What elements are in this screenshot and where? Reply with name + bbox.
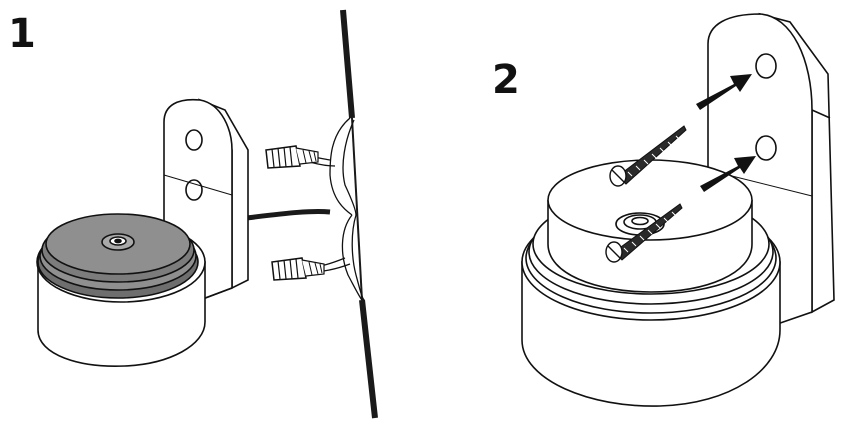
arrow-icon <box>696 74 752 110</box>
wire-nut-icon <box>265 145 319 169</box>
step-number-1: 1 <box>8 11 36 57</box>
screw-icon <box>605 203 683 263</box>
step-number-2: 2 <box>492 57 520 103</box>
screw-icon <box>609 125 687 187</box>
wire-nut-icon <box>271 257 325 281</box>
power-cable <box>245 208 331 221</box>
base-puck <box>521 159 781 407</box>
arrow-icon <box>700 156 756 192</box>
step2-illustration <box>521 12 835 407</box>
wall-line <box>340 9 378 419</box>
base-puck <box>36 213 206 367</box>
step1-illustration <box>36 9 378 419</box>
